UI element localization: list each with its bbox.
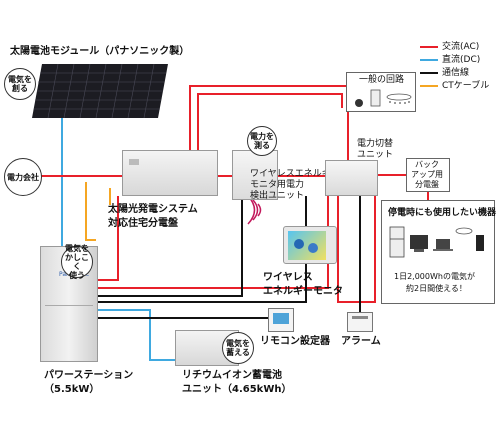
legend-dc-label: 直流(DC) xyxy=(442,55,481,65)
legend-ac-label: 交流(AC) xyxy=(442,42,480,52)
monitor-screen-icon-2 xyxy=(308,243,318,253)
bubble-store-line1: 電気を xyxy=(226,339,250,348)
remote-controller xyxy=(268,308,294,332)
outage-note-line1: 1日2,000Whの電気が xyxy=(394,272,475,281)
ct-lines xyxy=(85,182,111,241)
monitor-screen-icon xyxy=(294,239,304,249)
backup-board: バック アップ用 分電盤 xyxy=(406,158,450,192)
outage-note-line2: 約2日間使える！ xyxy=(406,284,467,293)
power-switch-unit xyxy=(325,160,378,196)
appliance-icons xyxy=(355,89,412,107)
bubble-use-line2: かしこく xyxy=(65,253,89,271)
wireless-unit-label-3: 検出ユニット xyxy=(250,191,305,201)
bubble-store: 電気を蓄える xyxy=(222,332,254,364)
bubble-create-line1: 電気を xyxy=(8,75,32,84)
backup-board-label-1: バック xyxy=(415,160,439,169)
alarm-icon xyxy=(352,316,368,319)
monitor-label-2: エネルギーモニタ xyxy=(263,286,343,297)
monitor-screen xyxy=(288,231,326,260)
bubble-create-line2: 創る xyxy=(12,84,28,93)
distribution-board xyxy=(122,150,218,196)
backup-board-label-2: アップ用 xyxy=(411,170,443,179)
legend-swatch-ct xyxy=(420,85,438,87)
legend-comm-label: 通信線 xyxy=(442,68,470,78)
power-station-seam xyxy=(45,305,93,306)
board-breaker-icon xyxy=(129,159,139,165)
bubble-use-line1: 電気を xyxy=(65,244,89,253)
bubble-measure: 電力を測る xyxy=(247,126,277,156)
solar-module-label: 太陽電池モジュール（パナソニック製） xyxy=(10,46,190,57)
general-circuit-label: 一般の回路 xyxy=(359,75,405,85)
power-company: 電力会社 xyxy=(4,158,42,196)
alarm-device xyxy=(347,312,373,332)
legend-swatch-comm xyxy=(420,72,438,74)
wireless-unit-label-1: ワイヤレスエネルギー xyxy=(250,169,340,179)
bubble-store-line2: 蓄える xyxy=(226,348,250,357)
remote-controller-label: リモコン設定器 xyxy=(260,336,330,347)
switch-unit-label-2: ユニット xyxy=(357,150,394,160)
outage-devices-box: 停電時にも使用したい機器 1日2,000Whの電気が 約2日間使える！ xyxy=(381,200,497,304)
outage-devices-label: 停電時にも使用したい機器 xyxy=(388,208,497,218)
bubble-use: 電気をかしこく使う xyxy=(61,244,93,280)
wireless-unit-label-2: モニタ用電力 xyxy=(250,180,305,190)
power-company-label: 電力会社 xyxy=(7,172,39,182)
power-station-label-1: パワーステーション xyxy=(44,370,134,381)
solar-panel-icon xyxy=(32,63,168,119)
legend-swatch-ac xyxy=(420,46,438,48)
wireless-energy-monitor xyxy=(283,226,337,264)
bubble-use-line3: 使う xyxy=(69,271,85,280)
battery-label-1: リチウムイオン蓄電池 xyxy=(182,370,282,381)
distribution-board-label-2: 対応住宅分電盤 xyxy=(108,218,178,229)
monitor-label-1: ワイヤレス xyxy=(263,272,313,283)
power-station-label-2: （5.5kW） xyxy=(44,384,100,395)
backup-board-label-3: 分電盤 xyxy=(415,180,439,189)
legend: 交流(AC) 直流(DC) 通信線 CTケーブル xyxy=(420,42,496,94)
distribution-board-label-1: 太陽光発電システム xyxy=(108,204,198,215)
remote-screen xyxy=(273,313,289,324)
battery-label-2: ユニット（4.65kWh） xyxy=(182,384,292,395)
legend-ct-label: CTケーブル xyxy=(442,81,490,91)
switch-unit-label-1: 電力切替 xyxy=(357,139,394,149)
general-circuit-box: 一般の回路 xyxy=(346,72,416,112)
outage-appliance-icons xyxy=(389,226,484,258)
bubble-measure-line1: 電力を xyxy=(250,132,274,141)
dc-lines xyxy=(61,118,175,361)
bubble-measure-line2: 測る xyxy=(254,141,270,150)
bubble-create: 電気を創る xyxy=(4,68,36,100)
alarm-label: アラーム xyxy=(341,336,381,347)
legend-swatch-dc xyxy=(420,59,438,61)
